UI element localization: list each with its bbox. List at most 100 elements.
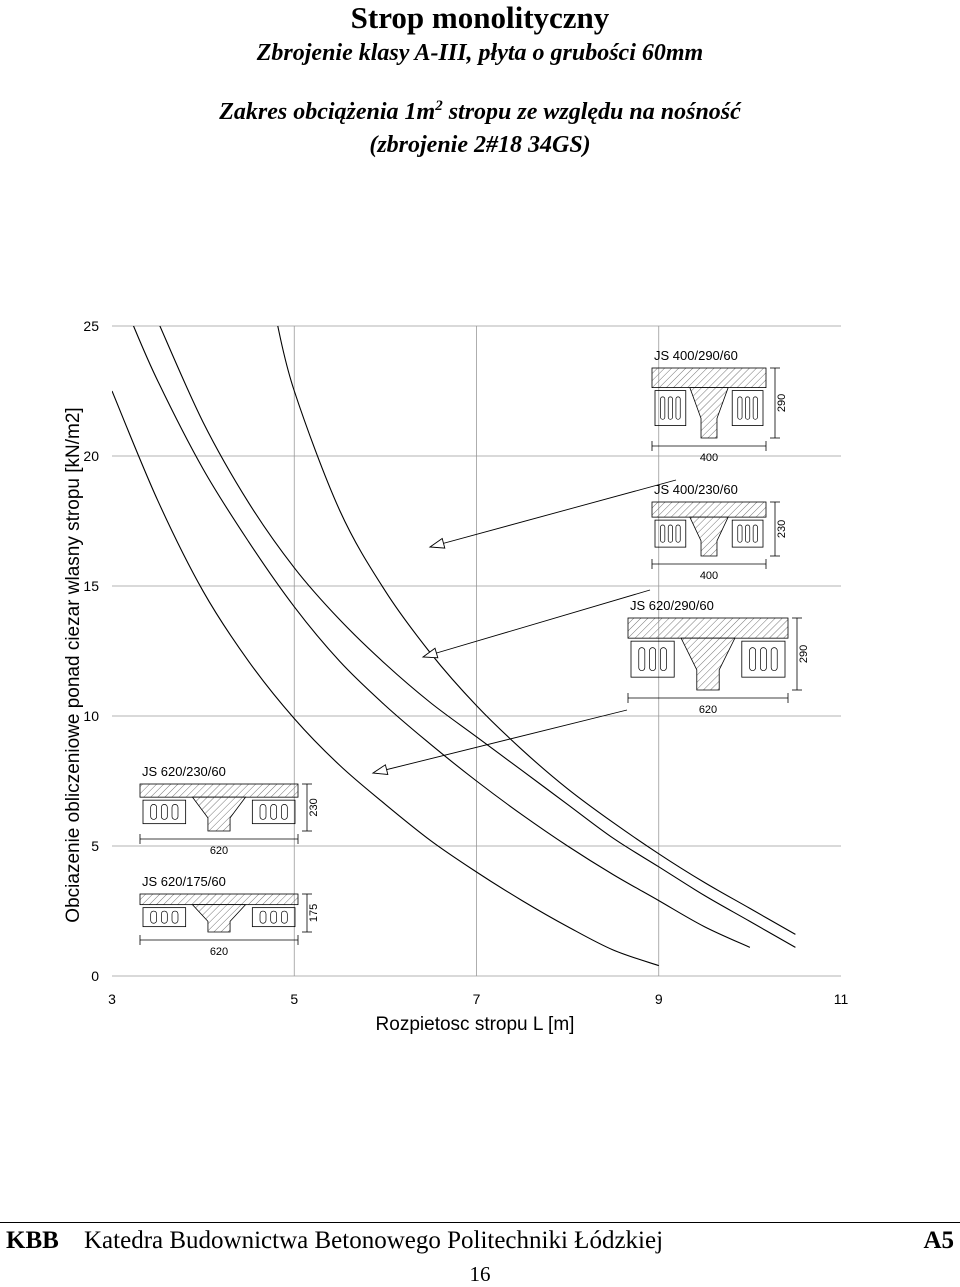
block-cavity (160, 804, 168, 820)
y-tick-label: 25 (83, 318, 99, 334)
block-cavity (150, 910, 158, 924)
height-dimension-label: 230 (776, 520, 788, 538)
rib (689, 516, 729, 557)
leader-arrow-line (429, 479, 677, 548)
chart-series (112, 326, 796, 967)
hollow-block (741, 640, 786, 678)
y-tick-label: 15 (83, 578, 99, 594)
slab-topping (627, 617, 789, 639)
hollow-block (731, 519, 764, 548)
series-line-1 (277, 326, 796, 935)
block-cavity (649, 647, 656, 672)
hollow-block (142, 799, 187, 825)
page-subtitle: Zbrojenie klasy A-III, płyta o grubości … (256, 40, 704, 66)
chart-heading-line-2: (zbrojenie 2#18 34GS) (369, 132, 591, 158)
block-cavity (660, 396, 666, 420)
hollow-block (731, 390, 764, 427)
block-cavity (675, 524, 681, 543)
slab-topping (139, 783, 299, 798)
width-dimension-label: 620 (699, 704, 717, 716)
block-cavity (660, 524, 666, 543)
footer-divider (0, 1222, 960, 1223)
section-label: JS 620/290/60 (630, 598, 714, 613)
block-cavity (752, 396, 758, 420)
leader-arrows (371, 479, 677, 776)
heading-superscript: 2 (435, 98, 443, 114)
leader-arrow-line (372, 709, 628, 774)
y-axis-label: Obciazenie obliczeniowe ponad ciezar wla… (63, 407, 84, 922)
slab-topping (651, 501, 767, 518)
block-cavity (760, 647, 767, 672)
block-cavity (259, 910, 267, 924)
block-cavity (171, 910, 179, 924)
y-tick-label: 20 (83, 448, 99, 464)
footer-left: KBB (6, 1227, 59, 1254)
x-tick-label: 11 (834, 991, 849, 1007)
section-2: JS 400/230/60 400 230 (651, 482, 788, 582)
width-dimension-label: 400 (700, 452, 718, 464)
slab-topping (139, 893, 299, 906)
heading-text: Zakres obciążenia 1m (219, 99, 436, 125)
slab-topping (651, 367, 767, 389)
block-cavity (737, 524, 743, 543)
x-tick-label: 3 (108, 991, 116, 1007)
page-number: 16 (469, 1262, 491, 1286)
y-tick-label: 0 (91, 968, 99, 984)
hollow-block (142, 907, 187, 928)
block-cavity (270, 910, 278, 924)
leader-arrow-head (371, 764, 389, 776)
block-cavity (770, 647, 778, 672)
rib (680, 637, 736, 691)
block-cavity (675, 396, 681, 420)
leader-arrow-head (421, 647, 439, 659)
section-1: JS 400/290/60 400 290 (651, 348, 788, 464)
x-tick-label: 9 (655, 991, 663, 1007)
hollow-block (630, 640, 675, 678)
block-cavity (749, 647, 756, 672)
hollow-block (251, 799, 296, 825)
block-cavity (280, 910, 288, 924)
block-cavity (667, 396, 673, 420)
height-dimension-label: 175 (308, 904, 320, 922)
series-line-2 (159, 326, 796, 948)
page-title: Strop monolityczny (350, 0, 610, 35)
series-line-4 (112, 390, 659, 967)
section-5: JS 620/175/60 620 175 (139, 874, 320, 958)
section-label: JS 400/230/60 (654, 482, 738, 497)
block-cavity (752, 524, 758, 543)
leader-arrow-head (428, 537, 446, 549)
hollow-block (654, 390, 687, 427)
block-cavity (638, 647, 646, 672)
block-cavity (667, 524, 673, 543)
rib (191, 904, 247, 933)
chart-heading-line-1: Zakres obciążenia 1m2 stropu ze względu … (0, 98, 960, 126)
block-cavity (259, 804, 267, 820)
rib (689, 387, 729, 439)
series-line-3 (132, 326, 751, 948)
block-cavity (745, 396, 751, 420)
hollow-block (251, 907, 296, 928)
section-label: JS 620/175/60 (142, 874, 226, 889)
block-cavity (280, 804, 288, 820)
section-label: JS 620/230/60 (142, 764, 226, 779)
footer-right: A5 (923, 1227, 954, 1254)
heading-text-tail: stropu ze względu na nośność (442, 99, 741, 125)
y-tick-label: 10 (83, 708, 99, 724)
width-dimension-label: 400 (700, 570, 718, 582)
block-cavity (160, 910, 168, 924)
width-dimension-label: 620 (210, 946, 228, 958)
block-cavity (171, 804, 179, 820)
chart-grid (112, 325, 841, 976)
height-dimension-label: 290 (776, 394, 788, 412)
rib (191, 796, 247, 832)
width-dimension-label: 620 (210, 845, 228, 857)
x-tick-label: 7 (473, 991, 481, 1007)
height-dimension-label: 230 (308, 798, 320, 816)
block-cavity (150, 804, 158, 820)
section-label: JS 400/290/60 (654, 348, 738, 363)
block-cavity (660, 647, 667, 672)
block-cavity (270, 804, 278, 820)
